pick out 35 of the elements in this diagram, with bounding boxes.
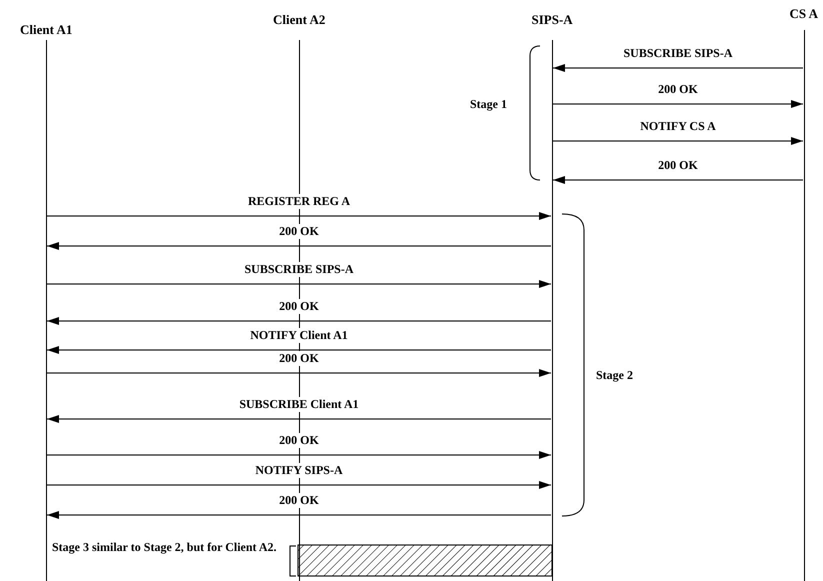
participant-name: Client A2 [273,12,326,28]
lifeline [46,40,47,581]
participant-name: SIPS-A [532,12,573,28]
message-label: 200 OK [277,433,321,448]
message-arrow [46,346,552,354]
message-label: 200 OK [277,493,321,508]
hatched-activity-box [298,544,552,576]
message-label: NOTIFY SIPS-A [253,463,345,478]
message-arrow [46,317,552,325]
message-arrow [46,242,552,250]
lifeline [804,30,805,581]
message-arrow [46,280,552,288]
message-arrow [552,100,804,108]
message-arrow [552,64,804,72]
message-arrow [46,511,552,519]
stage-note: Stage 3 similar to Stage 2, but for Client A2. [52,540,278,555]
message-label: 200 OK [277,351,321,366]
message-arrow [46,481,552,489]
message-label: 200 OK [277,299,321,314]
stage-note: Stage 2 [596,368,634,383]
message-label: SUBSCRIBE SIPS-A [242,262,356,277]
message-label: 200 OK [277,224,321,239]
message-arrow [46,369,552,377]
message-label: NOTIFY Client A1 [248,328,350,343]
participant-name: Client A1 [20,22,72,38]
message-arrow [46,451,552,459]
message-arrow [552,137,804,145]
message-label: REGISTER REG A [246,194,352,209]
participant-name: CS A [790,6,818,22]
message-arrow [552,176,804,184]
message-arrow [46,415,552,423]
message-arrow [46,212,552,220]
message-label: SUBSCRIBE Client A1 [237,397,361,412]
stage-note: Stage 1 [470,97,508,112]
lifeline [552,40,553,581]
